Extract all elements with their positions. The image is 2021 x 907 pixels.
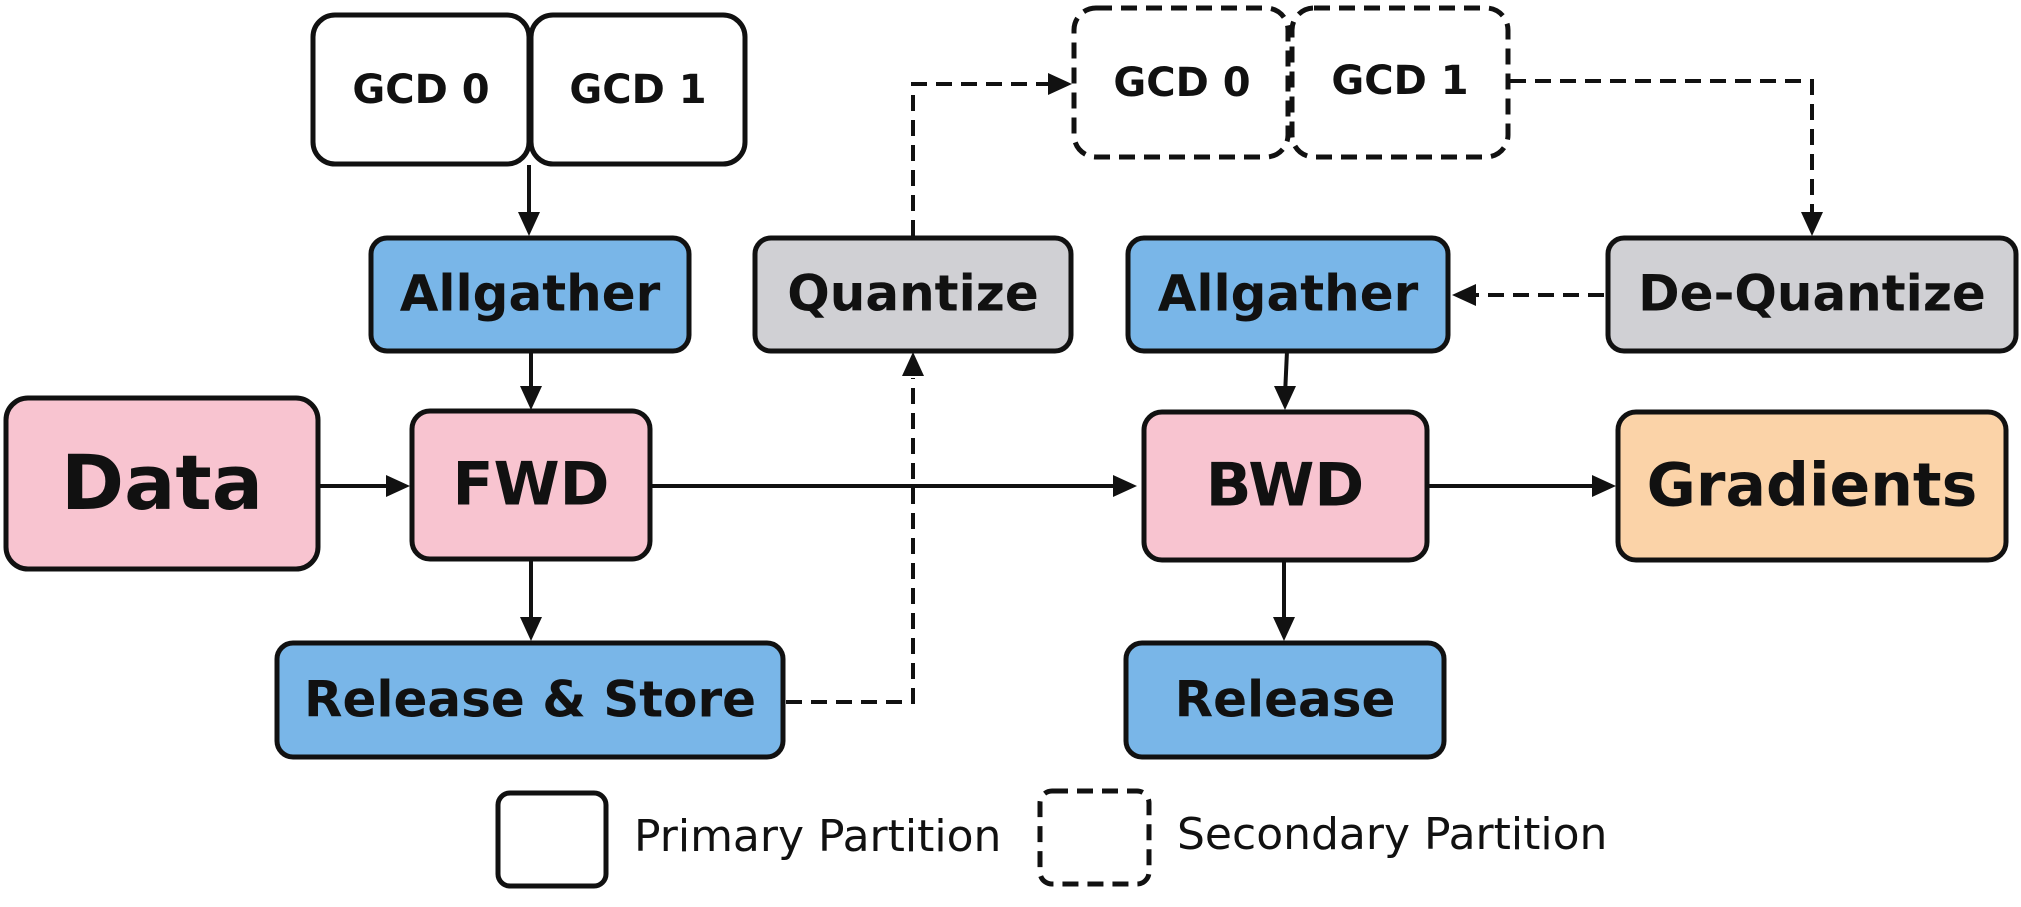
allgather-fwd-box bbox=[368, 235, 692, 354]
secondary-gcd-1-label: GCD 1 bbox=[1331, 58, 1468, 104]
primary-partition-gcds: GCD 0 GCD 1 bbox=[310, 12, 748, 167]
arrowhead-bwd-input bbox=[1113, 475, 1137, 497]
quantize-label: Quantize bbox=[787, 265, 1039, 323]
edge-quantize-to-secondary-gcd bbox=[911, 82, 1052, 236]
arrowhead-release bbox=[1273, 617, 1295, 641]
arrowhead-secondary-gcd bbox=[1048, 73, 1072, 95]
arrowhead-quantize bbox=[902, 352, 924, 376]
primary-gcd-1-label: GCD 1 bbox=[569, 67, 706, 113]
dashed-edges bbox=[786, 79, 1814, 704]
release-store-node: Release & Store bbox=[274, 640, 786, 760]
dequantize-box bbox=[1605, 235, 2019, 354]
release-store-label: Release & Store bbox=[304, 671, 756, 729]
allgather-fwd-label: Allgather bbox=[400, 265, 661, 323]
arrowhead-gradients bbox=[1592, 475, 1616, 497]
quantize-box bbox=[752, 235, 1074, 354]
secondary-partition-gcds: GCD 0 GCD 1 bbox=[1071, 5, 1511, 160]
secondary-gcd-0-label: GCD 0 bbox=[1113, 60, 1250, 106]
secondary-gcd-1-box bbox=[1289, 5, 1511, 160]
data-box bbox=[3, 395, 321, 572]
primary-gcd-1-box bbox=[528, 12, 748, 167]
fwd-label: FWD bbox=[453, 450, 610, 520]
arrowhead-allgather-fwd-input bbox=[518, 212, 540, 236]
fwd-box bbox=[409, 408, 653, 562]
arrowhead-release-store bbox=[520, 617, 542, 641]
dequantize-label: De-Quantize bbox=[1638, 265, 1986, 323]
legend: Primary Partition Secondary Partition bbox=[495, 788, 1607, 889]
solid-edges bbox=[320, 165, 1592, 626]
legend-secondary-swatch bbox=[1037, 788, 1152, 887]
arrowhead-fwd-input bbox=[520, 386, 542, 410]
arrowhead-data-fwd bbox=[386, 475, 410, 497]
legend-primary-label: Primary Partition bbox=[634, 811, 1001, 862]
quantize-node: Quantize bbox=[752, 235, 1074, 354]
gradients-box bbox=[1615, 409, 2009, 563]
data-node: Data bbox=[3, 395, 321, 572]
arrowhead-bwd-from-allgather bbox=[1274, 386, 1296, 410]
arrowhead-dequantize bbox=[1801, 212, 1823, 236]
legend-primary-swatch bbox=[495, 790, 609, 889]
edge-release-store-to-quantize bbox=[786, 378, 915, 704]
data-label: Data bbox=[61, 438, 263, 527]
allgather-fwd-node: Allgather bbox=[368, 235, 692, 354]
legend-secondary-label: Secondary Partition bbox=[1177, 809, 1607, 860]
dequantize-node: De-Quantize bbox=[1605, 235, 2019, 354]
fwd-node: FWD bbox=[409, 408, 653, 562]
bwd-node: BWD bbox=[1141, 409, 1430, 563]
arrowheads bbox=[386, 73, 1823, 641]
bwd-label: BWD bbox=[1206, 451, 1364, 521]
edge-secondary-gcd-to-dequantize bbox=[1510, 79, 1814, 218]
release-node: Release bbox=[1123, 640, 1447, 760]
release-store-box bbox=[274, 640, 786, 760]
secondary-gcd-0-box bbox=[1071, 5, 1291, 160]
allgather-bwd-label: Allgather bbox=[1158, 265, 1419, 323]
gradients-label: Gradients bbox=[1647, 451, 1978, 521]
allgather-bwd-box bbox=[1125, 235, 1451, 354]
gradients-node: Gradients bbox=[1615, 409, 2009, 563]
release-label: Release bbox=[1175, 671, 1396, 729]
primary-gcd-0-label: GCD 0 bbox=[352, 67, 489, 113]
arrowhead-allgather-bwd bbox=[1452, 284, 1476, 306]
bwd-box bbox=[1141, 409, 1430, 563]
release-box bbox=[1123, 640, 1447, 760]
allgather-bwd-node: Allgather bbox=[1125, 235, 1451, 354]
